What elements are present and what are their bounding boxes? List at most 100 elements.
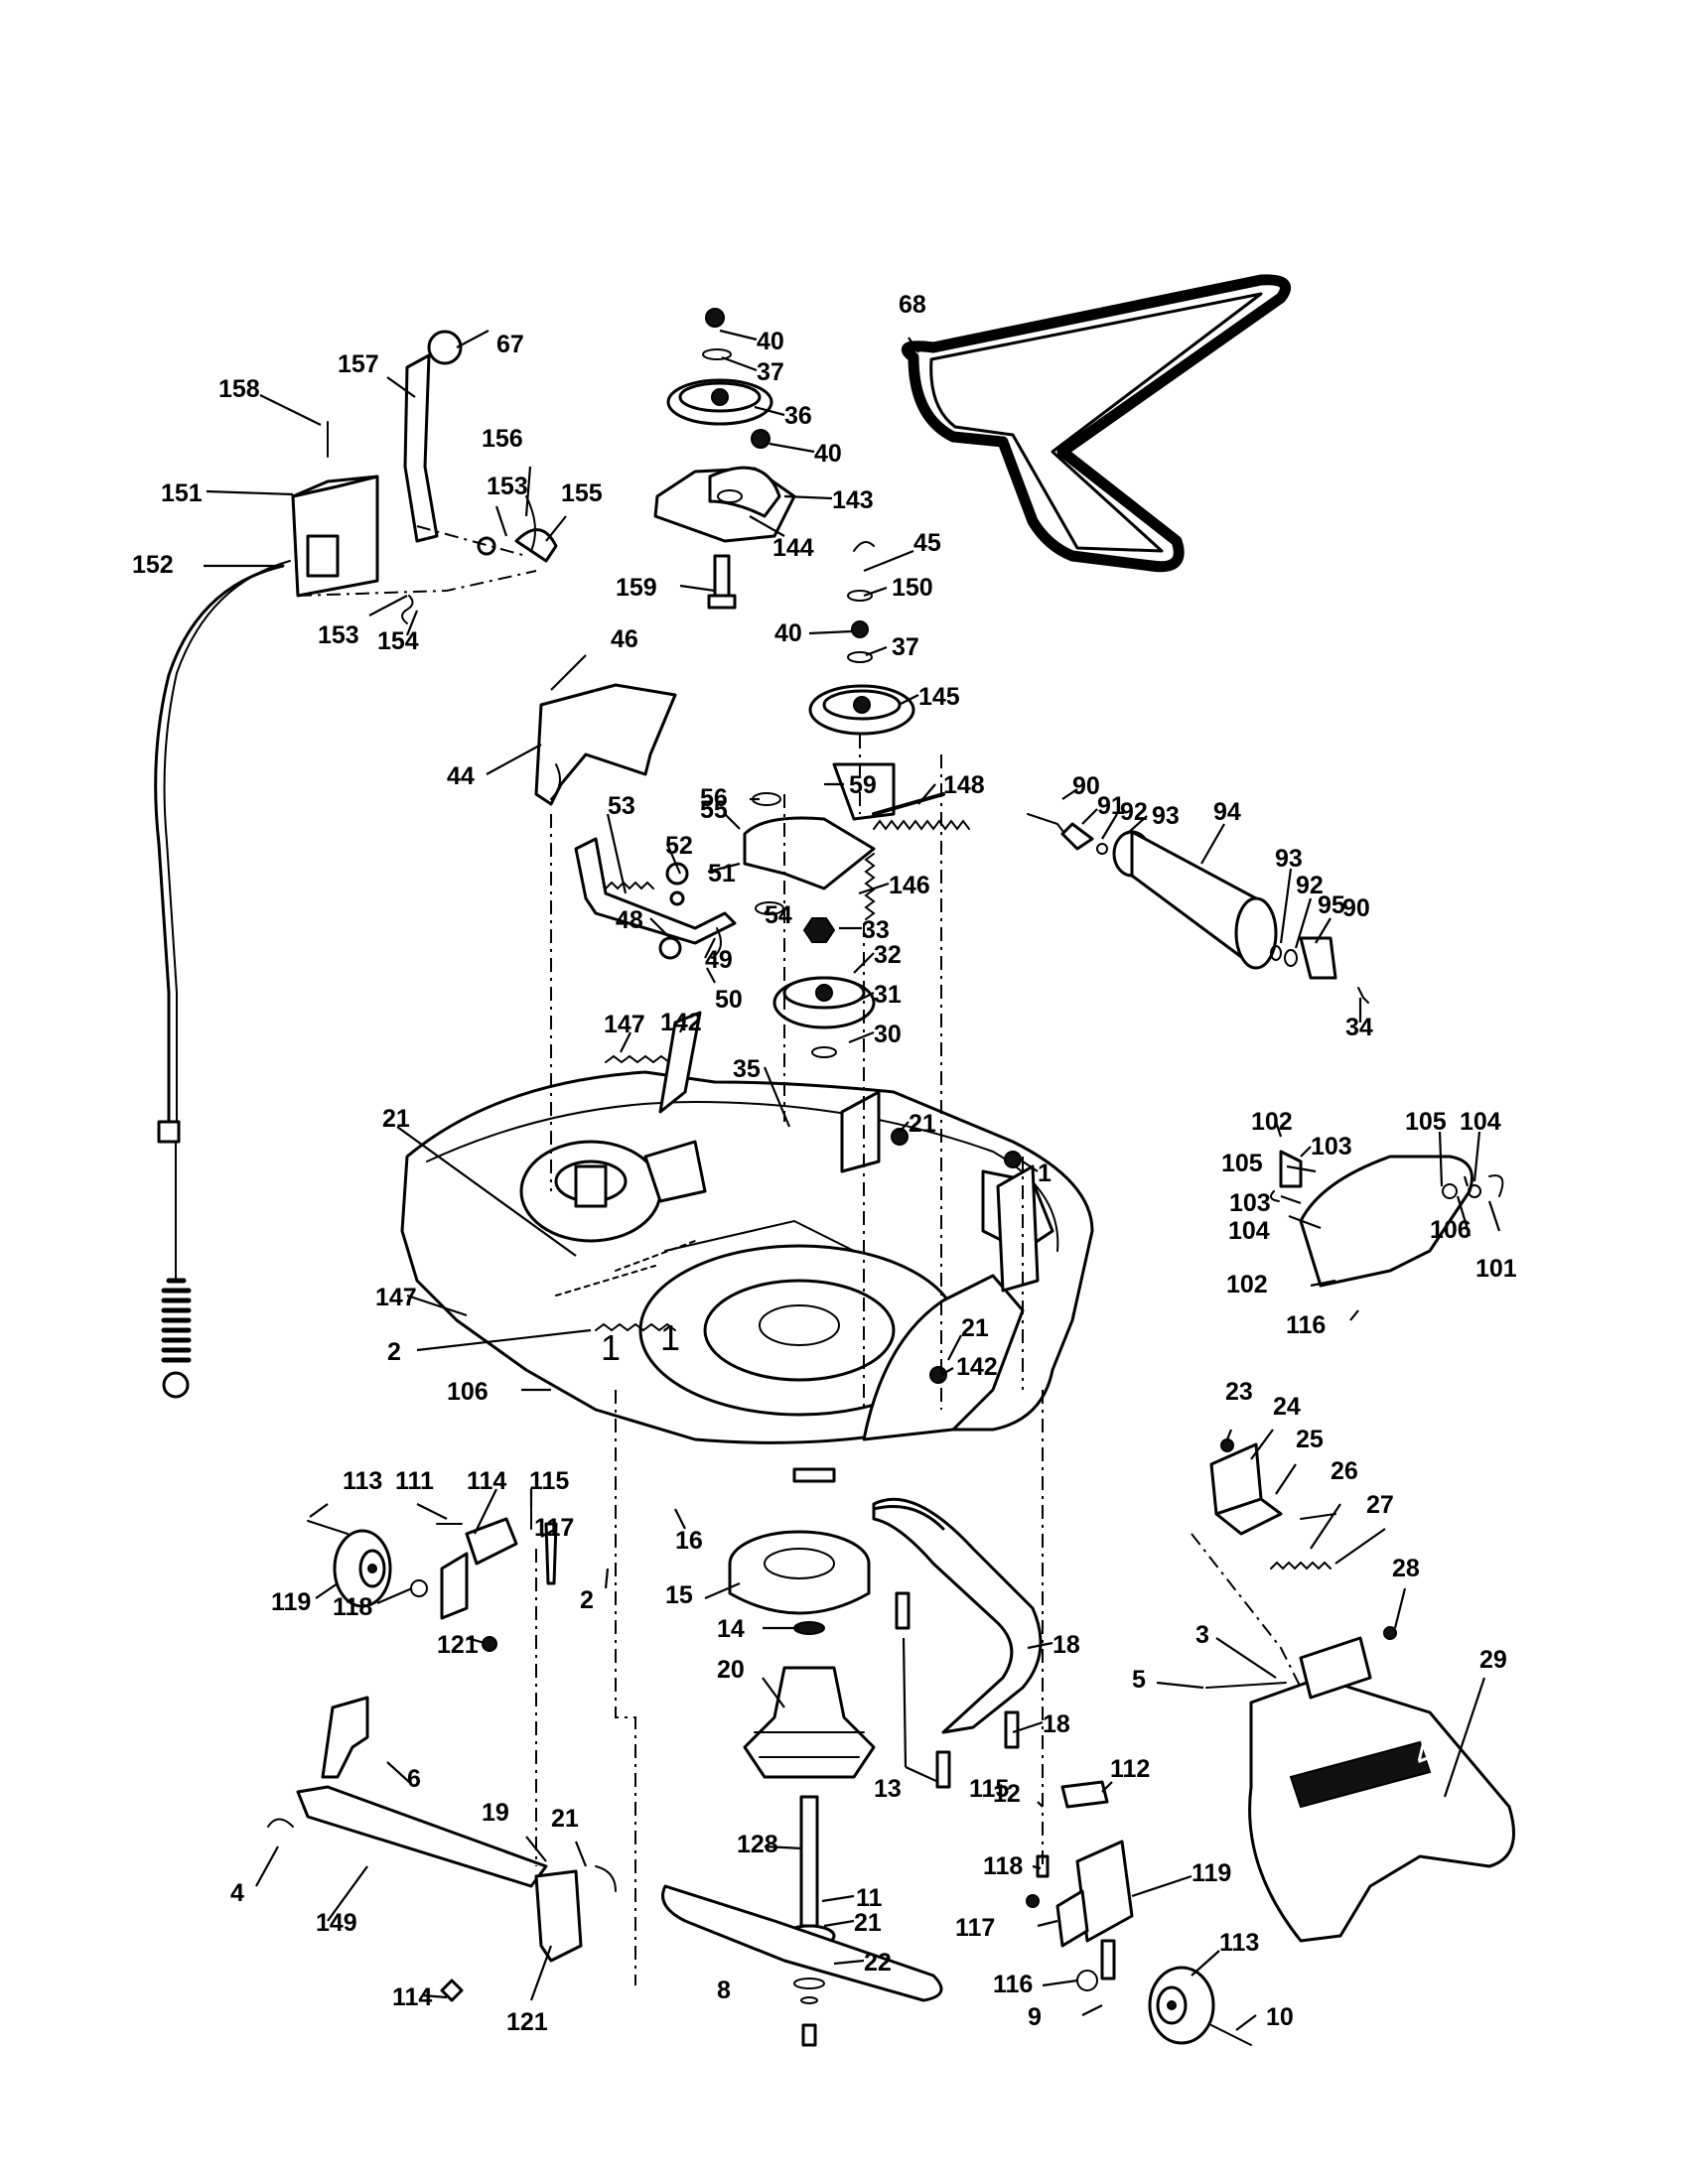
part-callout-147: 147	[375, 1284, 417, 1311]
part-callout-68: 68	[899, 291, 926, 319]
part-callout-2: 2	[387, 1338, 401, 1366]
part-callout-24: 24	[1273, 1393, 1301, 1421]
part-callout-20: 20	[717, 1656, 745, 1684]
part-callout-26: 26	[1331, 1457, 1358, 1485]
part-callout-113: 113	[343, 1467, 382, 1495]
part-callout-40: 40	[814, 440, 842, 468]
part-callout-101: 101	[1475, 1255, 1517, 1283]
part-callout-156: 156	[482, 425, 523, 453]
part-callout-23: 23	[1225, 1378, 1253, 1406]
idler-arm-bracket	[743, 762, 945, 915]
part-callout-115: 115	[529, 1467, 569, 1495]
part-callout-90: 90	[1072, 772, 1100, 800]
part-callout-158: 158	[218, 375, 260, 403]
part-callout-106: 106	[1430, 1216, 1472, 1244]
deck-spring	[595, 1011, 702, 1332]
part-callout-6: 6	[407, 1765, 421, 1793]
part-callout-104: 104	[1228, 1217, 1270, 1245]
discharge-deflector-upper	[1269, 1150, 1504, 1288]
assembly-lines	[535, 735, 1302, 1985]
part-callout-119: 119	[271, 1588, 311, 1616]
part-callout-119: 119	[1192, 1859, 1231, 1887]
part-callout-105: 105	[1221, 1150, 1263, 1177]
part-callout-21: 21	[854, 1909, 882, 1937]
part-callout-46: 46	[611, 625, 638, 653]
part-callout-90: 90	[1342, 894, 1370, 922]
part-callout-102: 102	[1251, 1108, 1293, 1136]
deflector-bracket	[1209, 1438, 1336, 1570]
part-callout-153: 153	[318, 621, 359, 649]
part-callout-104: 104	[1460, 1108, 1501, 1136]
control-cable	[154, 560, 291, 1399]
part-callout-16: 16	[675, 1527, 703, 1555]
part-callout-2: 2	[580, 1586, 594, 1614]
part-callout-49: 49	[705, 946, 733, 974]
part-callout-31: 31	[874, 981, 902, 1009]
deck-marking-left: 1	[601, 1327, 621, 1368]
part-callout-27: 27	[1366, 1491, 1394, 1519]
engagement-lever	[574, 837, 737, 960]
part-callout-128: 128	[737, 1831, 778, 1858]
part-callout-117: 117	[534, 1514, 574, 1542]
part-callout-155: 155	[561, 479, 603, 507]
mower-deck: 1 1	[400, 1070, 1094, 1483]
part-callout-52: 52	[665, 832, 693, 860]
part-callout-150: 150	[892, 574, 933, 602]
part-callout-152: 152	[132, 551, 174, 579]
part-callout-105: 105	[1405, 1108, 1447, 1136]
part-callout-36: 36	[784, 402, 812, 430]
part-callout-103: 103	[1311, 1133, 1352, 1160]
drive-belt	[901, 274, 1291, 573]
part-callout-116: 116	[993, 1971, 1033, 1998]
part-callout-153: 153	[487, 473, 528, 500]
part-callout-116: 116	[1286, 1311, 1326, 1339]
part-callout-21: 21	[551, 1805, 579, 1833]
part-callout-45: 45	[913, 529, 941, 557]
part-callout-59: 59	[849, 771, 877, 799]
part-callout-35: 35	[733, 1055, 761, 1083]
part-callout-117: 117	[955, 1914, 995, 1942]
belt-guard	[534, 683, 677, 806]
part-callout-21: 21	[909, 1110, 936, 1138]
part-callout-25: 25	[1296, 1426, 1324, 1453]
part-callout-92: 92	[1296, 872, 1324, 899]
part-callout-28: 28	[1392, 1555, 1420, 1582]
part-callout-112: 112	[1110, 1755, 1150, 1783]
deck-brackets	[840, 1090, 1040, 1384]
part-callout-95: 95	[1318, 891, 1345, 919]
anti-scalp-roller	[1027, 813, 1369, 1004]
part-callout-67: 67	[496, 331, 524, 358]
part-callout-157: 157	[338, 350, 379, 378]
part-callout-145: 145	[918, 683, 960, 711]
part-callout-34: 34	[1345, 1014, 1373, 1041]
part-callout-118: 118	[983, 1852, 1023, 1880]
part-callout-103: 103	[1229, 1189, 1271, 1217]
part-callout-148: 148	[943, 771, 985, 799]
part-callout-40: 40	[774, 619, 802, 647]
springs	[864, 819, 970, 920]
part-callout-10: 10	[1266, 2003, 1294, 2031]
part-callout-48: 48	[616, 906, 643, 934]
part-callout-53: 53	[608, 792, 635, 820]
part-callout-142: 142	[660, 1009, 702, 1036]
part-callout-142: 142	[956, 1353, 998, 1381]
idler-pulley-upper	[666, 308, 773, 449]
part-callout-21: 21	[382, 1105, 410, 1133]
part-callout-121: 121	[437, 1631, 479, 1659]
gauge-wheel-left	[307, 1488, 558, 1652]
part-callout-93: 93	[1152, 802, 1180, 830]
part-callout-30: 30	[874, 1021, 902, 1048]
part-callout-21: 21	[961, 1314, 989, 1342]
part-callout-113: 113	[1219, 1929, 1259, 1957]
leader-lines	[204, 329, 1501, 2031]
part-callout-91: 91	[1097, 792, 1125, 820]
part-callout-33: 33	[862, 916, 890, 944]
part-callout-111: 111	[395, 1467, 434, 1495]
deck-marking-right: 1	[660, 1317, 680, 1358]
part-callout-13: 13	[874, 1775, 902, 1803]
part-callout-118: 118	[333, 1593, 372, 1621]
part-callout-102: 102	[1226, 1271, 1268, 1298]
part-callout-29: 29	[1479, 1646, 1507, 1674]
lift-links	[267, 1696, 617, 2002]
